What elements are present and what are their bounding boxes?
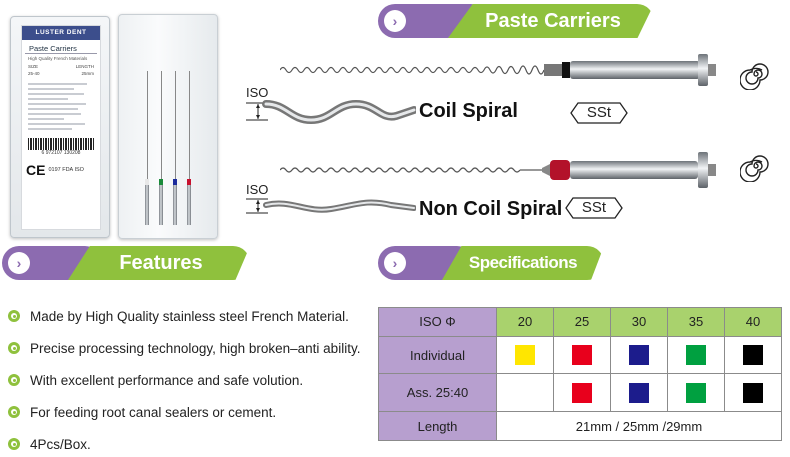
non-coil-spiral-detail-drawing: [246, 198, 416, 214]
barcode-number: 6 972107 130208: [41, 150, 81, 156]
coil-spiral-title: Coil Spiral: [419, 100, 518, 122]
paste-carrier-instrument: [145, 71, 149, 231]
size-length-labels: SIZE LENGTH: [22, 63, 100, 70]
sst-material-badge: SSt: [570, 102, 628, 124]
color-cell: [553, 335, 611, 375]
coil-iso-label: ISO: [246, 85, 269, 100]
table-row: Length 21mm / 25mm /29mm: [378, 411, 782, 441]
row-label-assorted: Ass. 25:40: [378, 373, 497, 413]
table-row: Ass. 25:40: [378, 373, 782, 413]
row-label-length: Length: [378, 411, 497, 441]
color-cell: [724, 373, 782, 413]
specifications-table: ISO Φ 20 25 30 35 40 Individual Ass. 25:…: [378, 307, 782, 441]
color-cell: [610, 335, 668, 375]
product-box-open: [118, 14, 218, 239]
product-box-closed: LUSTER DENT Paste Carriers High Quality …: [10, 16, 110, 238]
feature-item: 4Pcs/Box.: [8, 428, 378, 457]
bullet-icon: [8, 310, 20, 322]
ce-mark: CE: [26, 162, 46, 178]
size-cell: 25: [553, 307, 611, 337]
sst-material-badge: SSt: [565, 197, 623, 219]
non-coil-material-label: SSt: [581, 199, 607, 216]
features-title: Features: [119, 252, 203, 274]
product-label-card: LUSTER DENT Paste Carriers High Quality …: [21, 25, 101, 230]
color-cell: [610, 373, 668, 413]
color-cell: [496, 335, 554, 375]
size-cell: 35: [667, 307, 725, 337]
color-swatch: [515, 345, 535, 366]
bullet-icon: [8, 438, 20, 450]
coil-material-label: SSt: [586, 104, 612, 121]
color-swatch: [743, 345, 763, 366]
fine-print: [28, 83, 94, 130]
size-label: SIZE: [28, 64, 39, 69]
feature-item: With excellent performance and safe volu…: [8, 364, 378, 396]
non-coil-spiral-instrument-drawing: [280, 152, 716, 188]
iso-header-cell: ISO Φ: [378, 307, 497, 337]
color-swatch: [686, 345, 706, 366]
paste-carrier-instrument: [187, 71, 191, 231]
paste-carrier-instrument: [173, 71, 177, 231]
length-value: 25mm: [81, 71, 94, 76]
non-coil-spiral-title: Non Coil Spiral: [419, 198, 563, 220]
coil-spiral-instrument-drawing: [280, 54, 716, 86]
chevron-right-icon: ›: [384, 252, 406, 274]
chevron-right-icon: ›: [384, 10, 406, 32]
non-coil-iso-label: ISO: [246, 182, 269, 197]
table-row: ISO Φ 20 25 30 35 40: [378, 307, 782, 337]
color-swatch: [686, 382, 706, 403]
spiral-rotation-icon: [740, 63, 769, 90]
chevron-right-icon: ›: [8, 252, 30, 274]
color-swatch: [629, 382, 649, 403]
product-name: Paste Carriers: [25, 40, 97, 54]
features-list: Made by High Quality stainless steel Fre…: [8, 300, 378, 457]
color-swatch: [572, 345, 592, 366]
product-subtitle: High Quality French Materials: [28, 56, 88, 61]
specifications-title: Specifications: [468, 253, 578, 272]
bullet-icon: [8, 342, 20, 354]
color-cell: [724, 335, 782, 375]
spiral-rotation-icon: [740, 155, 769, 182]
specifications-banner: › Specifications: [378, 246, 604, 280]
bullet-icon: [8, 374, 20, 386]
feature-item: For feeding root canal sealers or cement…: [8, 396, 378, 428]
table-row: Individual: [378, 335, 782, 375]
size-length-values: 25-40 25mm: [22, 70, 100, 77]
size-cell: 40: [724, 307, 782, 337]
color-swatch: [629, 345, 649, 366]
color-swatch: [743, 382, 763, 403]
color-cell: [496, 373, 554, 413]
barcode-image: [28, 138, 94, 150]
row-label-individual: Individual: [378, 335, 497, 375]
bullet-icon: [8, 406, 20, 418]
size-value: 25-40: [28, 71, 40, 76]
brand-logo: LUSTER DENT: [22, 26, 100, 40]
color-swatch: [572, 382, 592, 403]
length-value-cell: 21mm / 25mm /29mm: [496, 411, 782, 441]
paste-carriers-title: Paste Carriers: [485, 10, 621, 32]
certification-marks: CE 0197 FDA ISO: [22, 156, 100, 178]
length-label: LENGTH: [75, 64, 94, 69]
coil-spiral-detail-drawing: [246, 99, 416, 125]
color-cell: [667, 373, 725, 413]
size-cell: 20: [496, 307, 554, 337]
size-cell: 30: [610, 307, 668, 337]
color-cell: [553, 373, 611, 413]
feature-item: Precise processing technology, high brok…: [8, 332, 378, 364]
color-cell: [667, 335, 725, 375]
paste-carriers-banner: › Paste Carriers: [378, 4, 654, 38]
features-banner: › Features: [2, 246, 250, 280]
feature-item: Made by High Quality stainless steel Fre…: [8, 300, 378, 332]
paste-carrier-instrument: [159, 71, 163, 231]
fda-iso-marks: 0197 FDA ISO: [48, 167, 84, 173]
